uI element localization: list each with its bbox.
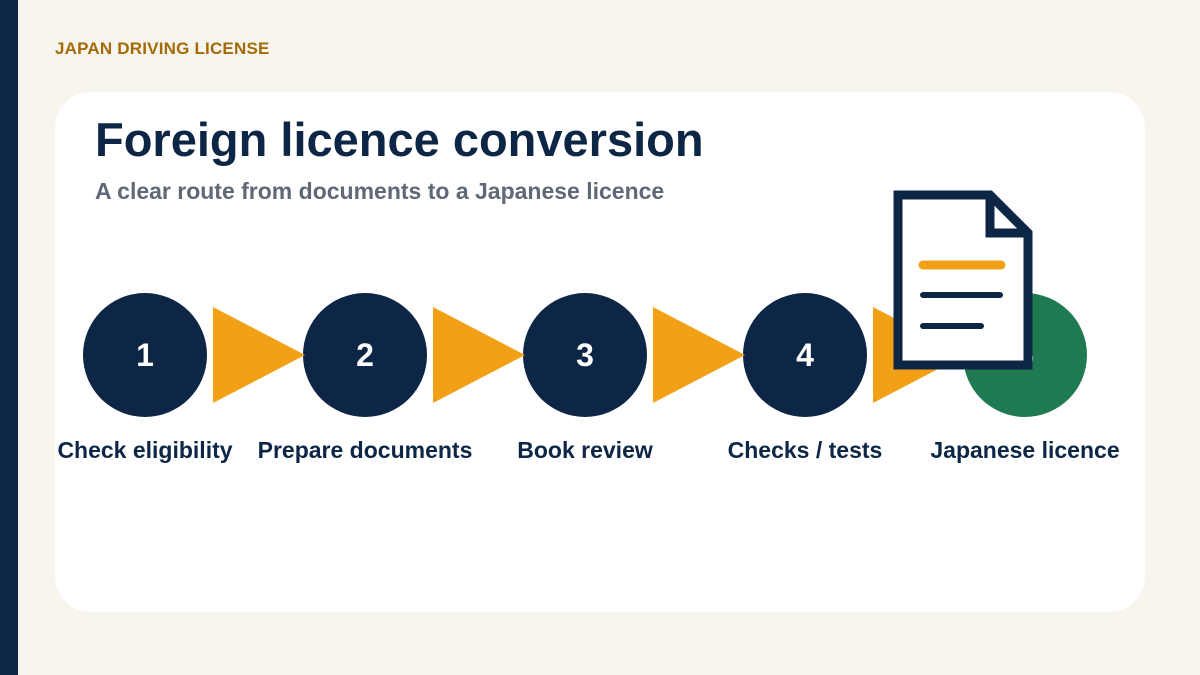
step-circle-3: 3 (523, 293, 647, 417)
left-accent-bar (0, 0, 18, 675)
arrow-icon (653, 307, 745, 403)
step-label-4: Checks / tests (727, 437, 883, 463)
section-kicker: JAPAN DRIVING LICENSE (55, 39, 270, 58)
step-circle-1: 1 (83, 293, 207, 417)
step-circle-4: 4 (743, 293, 867, 417)
page-subtitle: A clear route from documents to a Japane… (95, 178, 665, 204)
document-icon (893, 190, 1033, 370)
arrow-icon (433, 307, 525, 403)
step-label-3: Book review (517, 437, 653, 463)
page-title: Foreign licence conversion (95, 113, 704, 166)
arrow-icon (213, 307, 305, 403)
step-label-5: Japanese licence (930, 437, 1120, 463)
step-circle-2: 2 (303, 293, 427, 417)
step-label-2: Prepare documents (257, 437, 473, 463)
step-label-1: Check eligibility (57, 437, 233, 463)
